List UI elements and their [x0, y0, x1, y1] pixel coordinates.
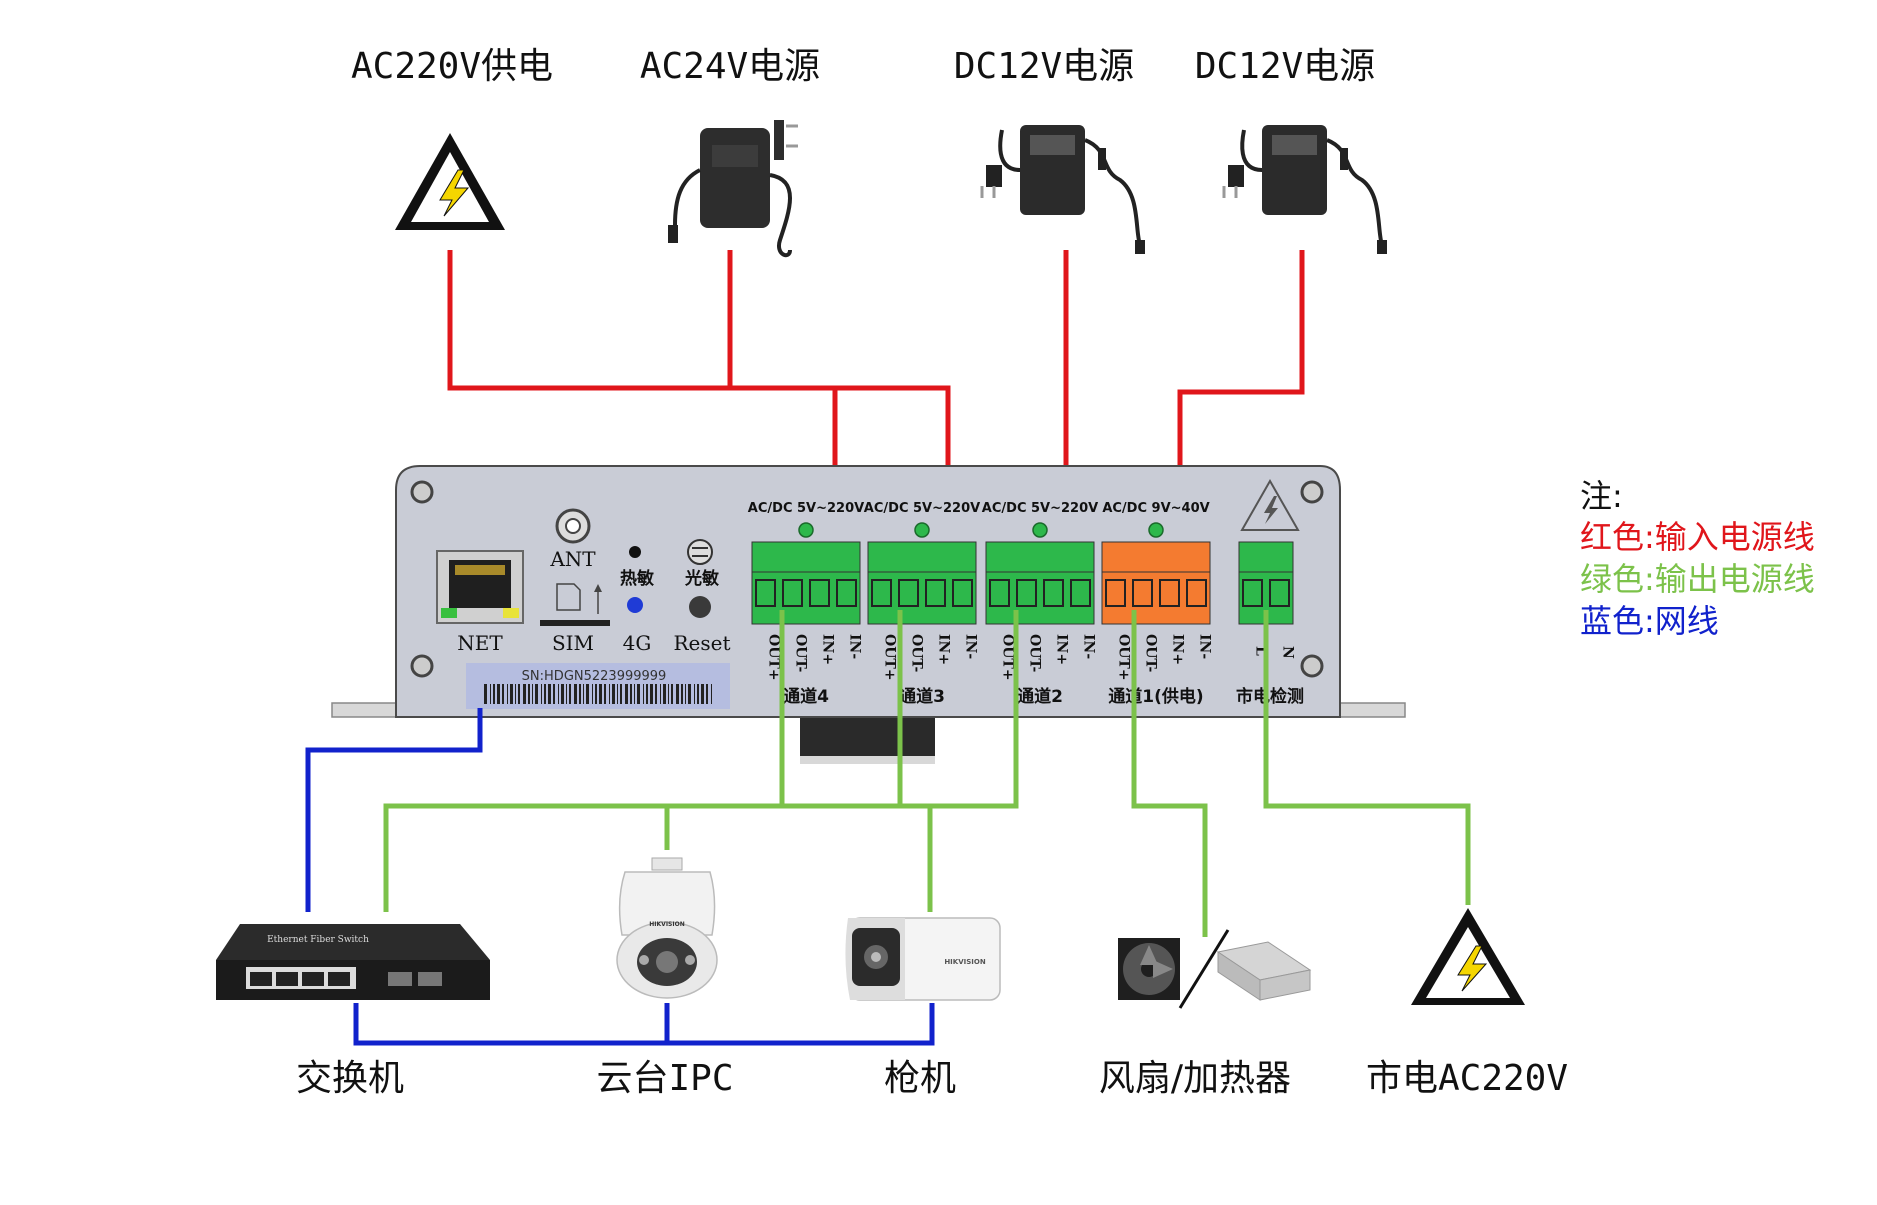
- antenna-connector-icon: [555, 508, 591, 544]
- ch3-label: 通道3: [899, 686, 945, 707]
- output-power-lines: [383, 610, 1471, 937]
- lte-label: 4G: [623, 631, 652, 655]
- panel-warning-icon: [1240, 478, 1300, 531]
- terminal-label: L: [1253, 646, 1269, 656]
- label-ptz-ipc: 云台IPC: [596, 1058, 733, 1099]
- label-dc12-power-1: DC12V电源: [954, 46, 1134, 87]
- net-label: NET: [457, 631, 503, 655]
- mains-detect-label: 市电检测: [1236, 686, 1304, 707]
- network-lines: [305, 708, 935, 1046]
- serial-number: SN:HDGN5223999999: [522, 669, 667, 684]
- switch-device-icon: [216, 924, 490, 1000]
- ch1-range: AC/DC 9V~40V: [1102, 501, 1209, 516]
- photo-sensor-icon: [687, 539, 713, 565]
- thermal-label: 热敏: [620, 568, 654, 589]
- high-voltage-warning-icon: [395, 133, 505, 230]
- ch4-range: AC/DC 5V~220V: [748, 501, 864, 516]
- lte-led-icon: [627, 597, 643, 613]
- ch4-label: 通道4: [783, 686, 829, 707]
- panel-screws: [410, 480, 1324, 678]
- terminal-label: IN-: [1081, 634, 1097, 659]
- net-port: [436, 550, 524, 624]
- mains-warning-icon: [1411, 908, 1525, 1005]
- heater-icon: [1216, 941, 1312, 1001]
- legend-red: 红色:输入电源线: [1580, 518, 1815, 556]
- terminal-label: OUT-: [1027, 634, 1043, 673]
- terminal-label: IN+: [820, 634, 836, 665]
- terminal-label: OUT-: [909, 634, 925, 673]
- channel-leds: [798, 522, 1164, 538]
- ptz-camera-icon: [616, 857, 718, 999]
- terminal-label: N: [1280, 646, 1296, 659]
- ch3-range: AC/DC 5V~220V: [864, 501, 980, 516]
- terminal-label: OUT+: [766, 634, 782, 681]
- terminal-label: IN-: [847, 634, 863, 659]
- photo-label: 光敏: [684, 568, 719, 589]
- label-ac220-supply: AC220V供电: [351, 46, 553, 87]
- fan-icon: [1118, 938, 1180, 1000]
- ch2-label: 通道2: [1017, 686, 1063, 707]
- label-dc12-power-2: DC12V电源: [1195, 46, 1375, 87]
- label-bullet-camera: 枪机: [884, 1058, 956, 1099]
- reset-button[interactable]: [689, 596, 711, 618]
- ch1-label: 通道1(供电): [1108, 686, 1203, 707]
- terminal-label: IN+: [1170, 634, 1186, 665]
- label-mains: 市电AC220V: [1366, 1058, 1568, 1099]
- dc12-adapter-icon-2: [1222, 125, 1387, 254]
- terminal-label: IN-: [1197, 634, 1213, 659]
- sim-label: SIM: [552, 631, 594, 655]
- fan-heater-separator: [1178, 929, 1230, 1009]
- legend-green: 绿色:输出电源线: [1580, 560, 1815, 598]
- reset-label: Reset: [673, 631, 730, 655]
- label-fan-heater: 风扇/加热器: [1099, 1058, 1291, 1099]
- sim-slot-icon: [540, 583, 610, 626]
- terminal-blocks: [751, 541, 1294, 625]
- label-switch: 交换机: [296, 1058, 404, 1099]
- terminal-label: IN+: [1054, 634, 1070, 665]
- terminal-label: OUT+: [1116, 634, 1132, 681]
- switch-brand: Ethernet Fiber Switch: [267, 935, 369, 945]
- ac24-adapter-icon: [668, 120, 798, 258]
- ant-label: ANT: [549, 547, 596, 571]
- dc12-adapter-icon-1: [980, 125, 1145, 254]
- legend-title: 注:: [1580, 477, 1623, 515]
- thermal-sensor-icon: [629, 546, 641, 558]
- serial-barcode: [466, 663, 730, 709]
- terminal-label: OUT+: [882, 634, 898, 681]
- legend-blue: 蓝色:网线: [1580, 602, 1719, 640]
- terminal-label: IN+: [936, 634, 952, 665]
- terminal-label: IN-: [963, 634, 979, 659]
- label-ac24-power: AC24V电源: [640, 46, 820, 87]
- ptz-brand: HIKVISION: [649, 921, 684, 928]
- bullet-camera-icon: [845, 917, 1001, 1001]
- bullet-brand: HIKVISION: [944, 958, 986, 966]
- terminal-label: OUT+: [1000, 634, 1016, 681]
- terminal-label: OUT-: [793, 634, 809, 673]
- ch2-range: AC/DC 5V~220V: [982, 501, 1098, 516]
- terminal-label: OUT-: [1143, 634, 1159, 673]
